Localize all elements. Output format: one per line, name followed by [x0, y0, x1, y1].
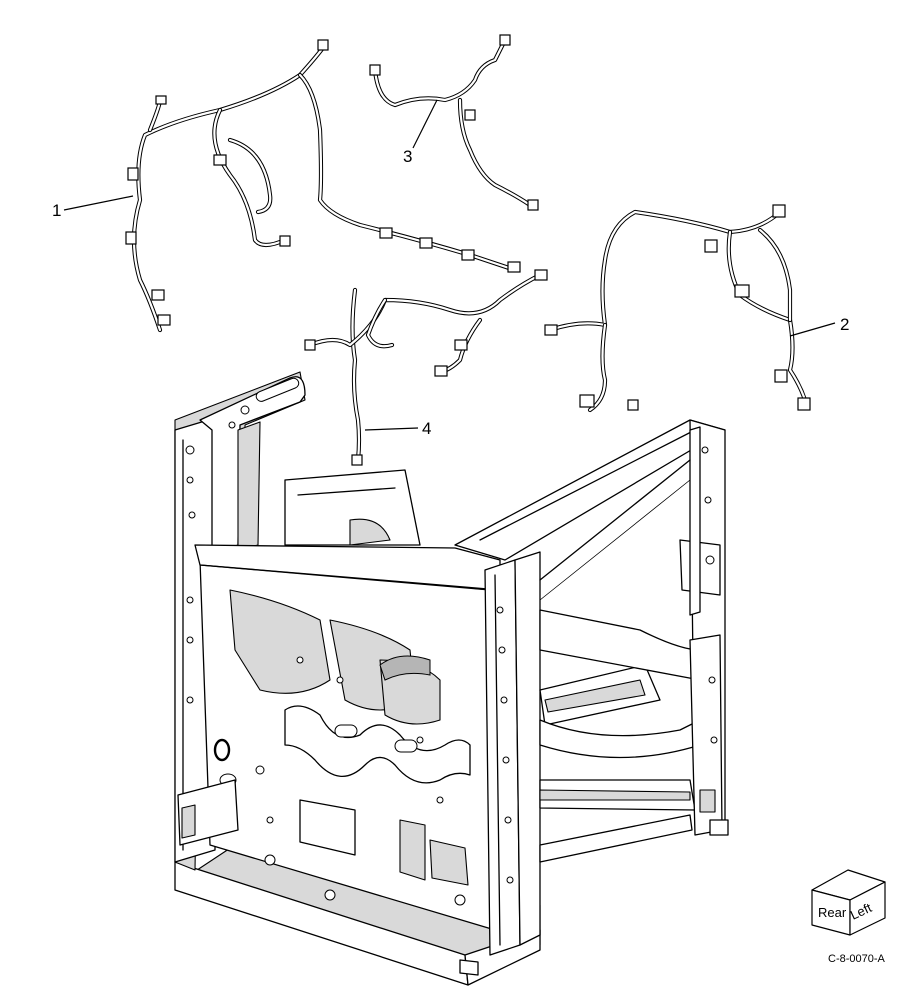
callout-1-leader: [63, 195, 134, 211]
figure-code: C-8-0070-A: [828, 953, 886, 965]
callout-2-label: 2: [840, 315, 849, 334]
callout-4-leader: [364, 427, 419, 431]
callout-3-label: 3: [403, 147, 412, 166]
wire-harness-2: [544, 204, 811, 413]
cube-rear-label: Rear: [818, 905, 847, 920]
callout-1-label: 1: [52, 201, 61, 220]
wire-harness-4: [304, 269, 548, 466]
callout-2-leader: [789, 322, 836, 337]
callout-3-leader: [412, 99, 438, 149]
orientation-cube: Rear Left: [811, 869, 886, 936]
callout-4-label: 4: [422, 419, 431, 438]
wire-harness-1: [125, 39, 329, 333]
frame-fastener-holes: [185, 405, 718, 906]
wire-harness-3: [297, 34, 539, 273]
printer-frame: [174, 371, 729, 986]
